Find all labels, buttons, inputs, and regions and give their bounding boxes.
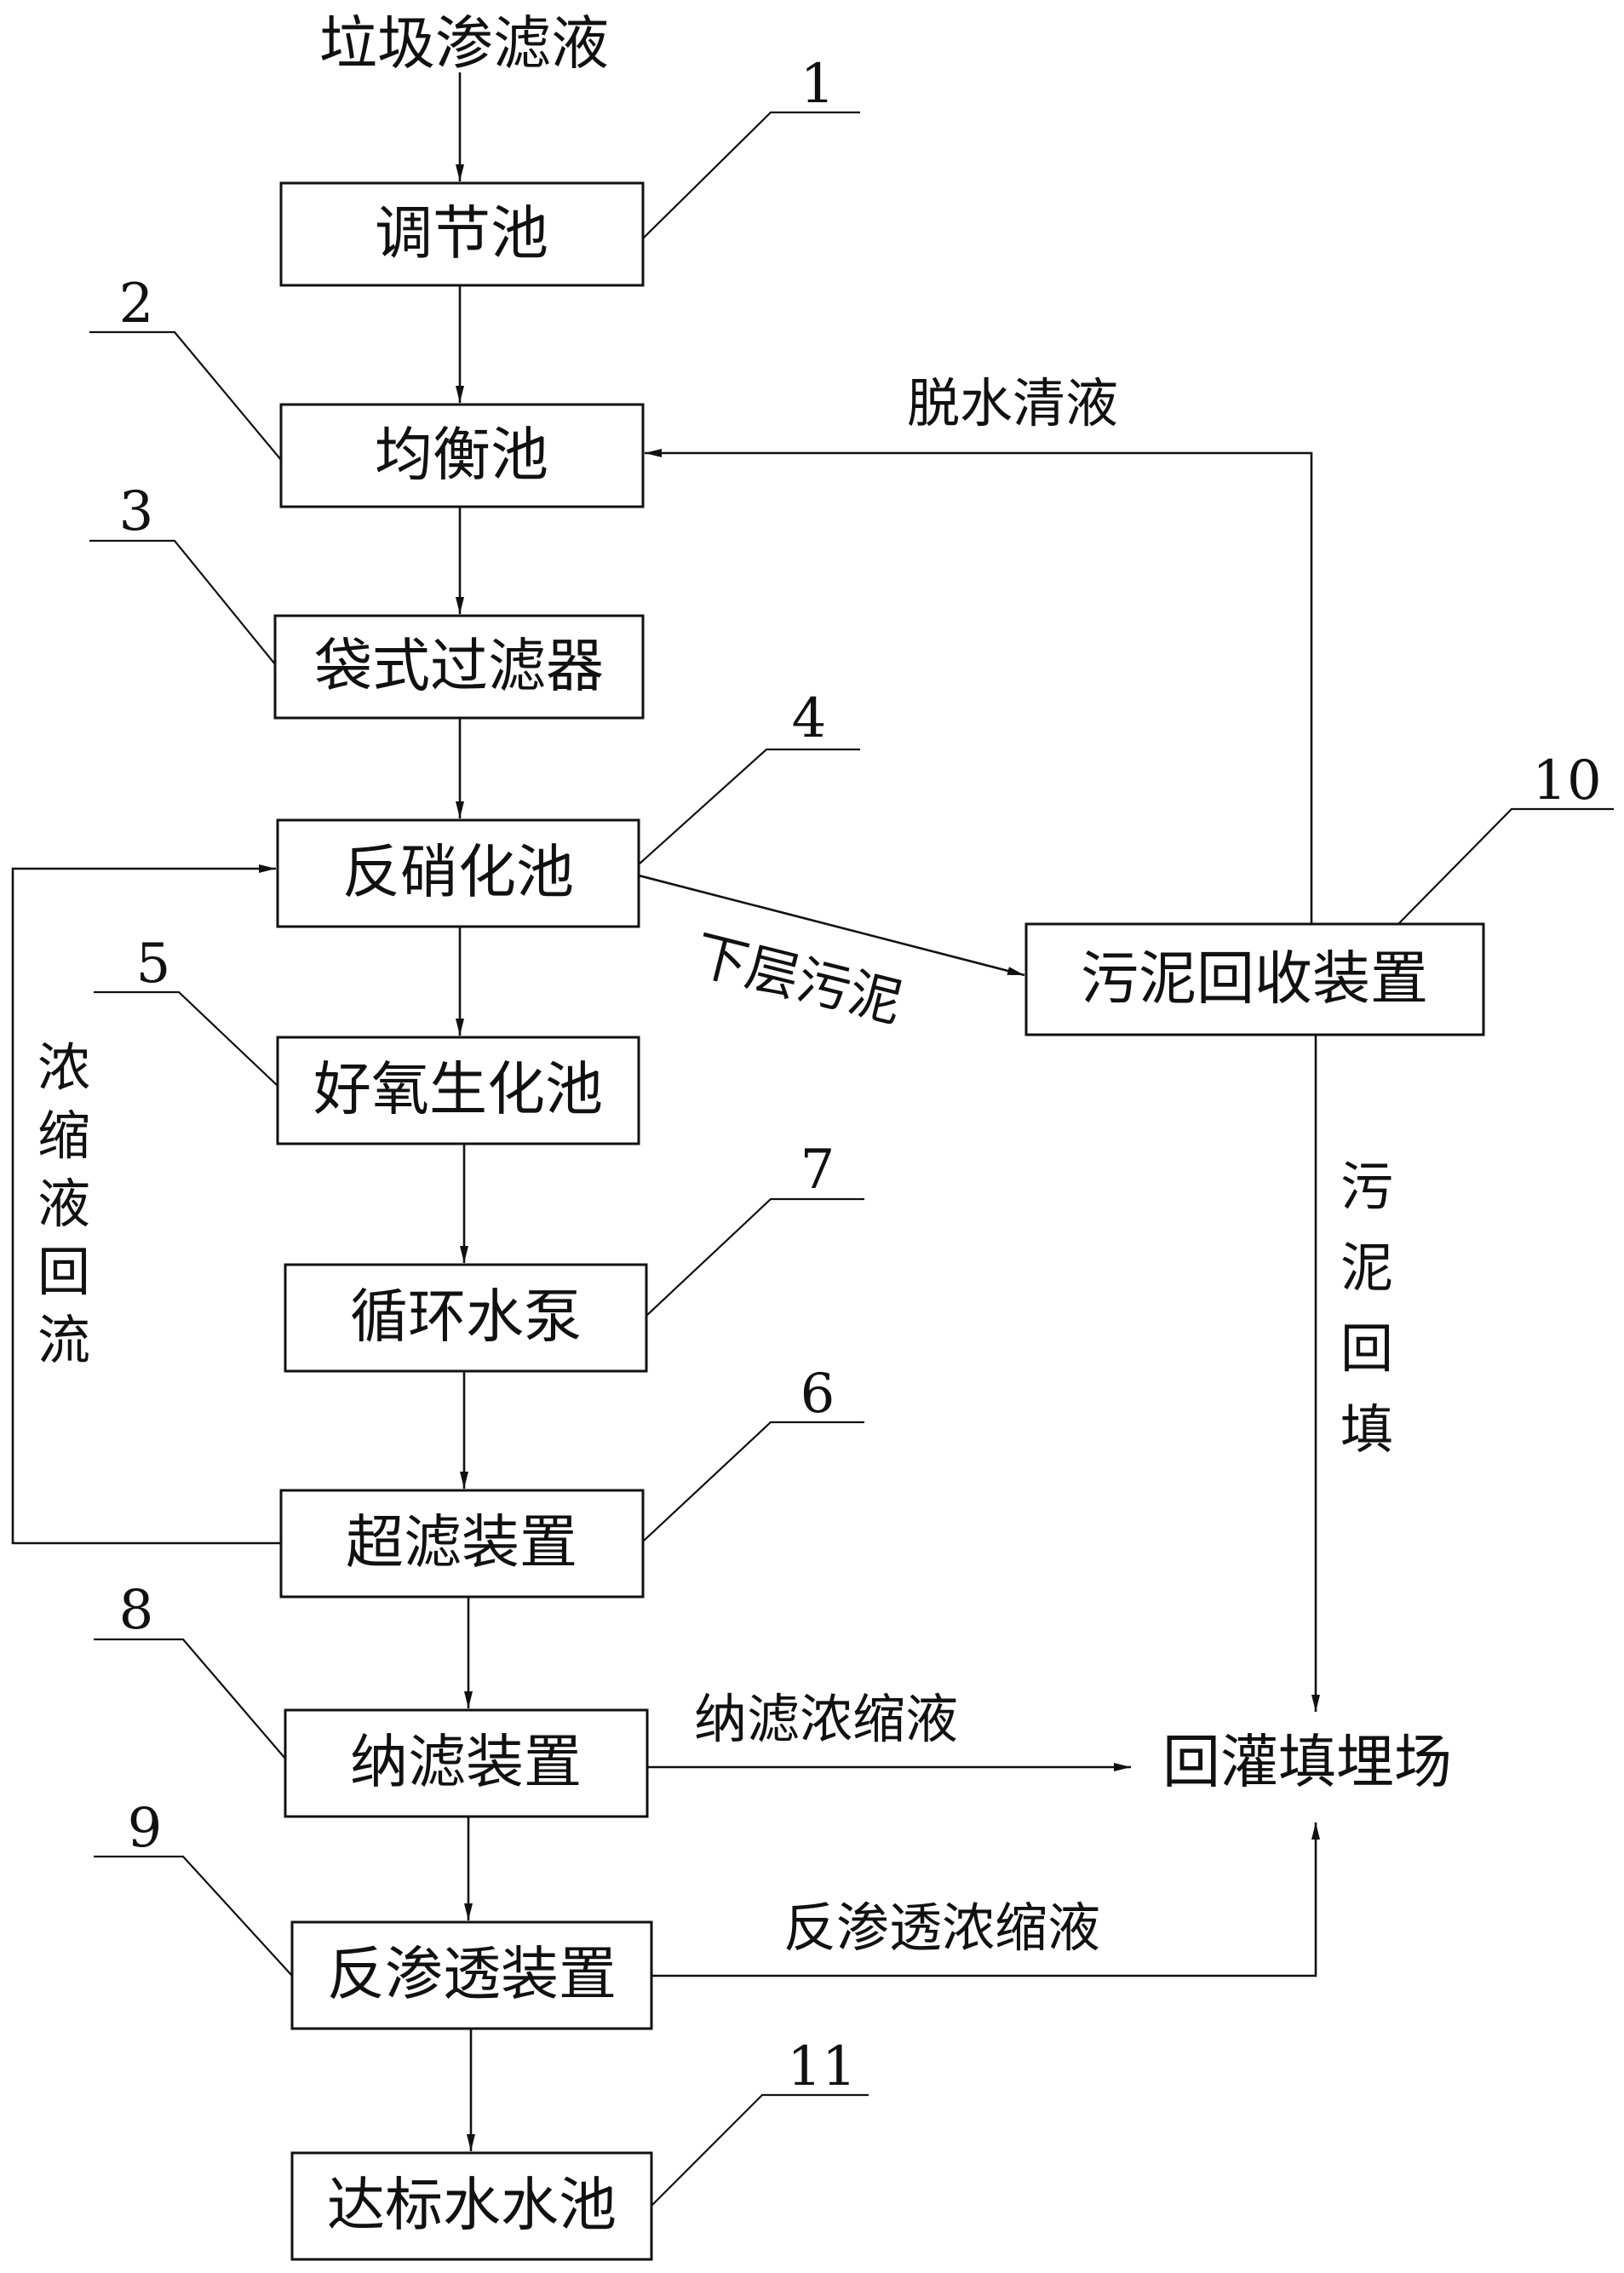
ref-number-6: 6 (801, 1363, 835, 1426)
sludge-backfill-char: 回 (1340, 1317, 1393, 1380)
box-compliant-water-tank: 达标水水池 (290, 2151, 653, 2261)
box-sludge-recovery-label: 污泥回收装置 (1081, 946, 1428, 1013)
box-regulating-tank: 调节池 (279, 181, 645, 287)
concentrate-return-char: 缩 (37, 1105, 90, 1167)
reference-leaders: 1 2 3 4 5 7 6 8 9 10 11 (89, 53, 1614, 2207)
input-label: 垃圾渗滤液 (319, 11, 609, 78)
ref-number-7: 7 (801, 1139, 835, 1202)
box-equalization-tank-label: 均衡池 (375, 422, 548, 490)
sludge-backfill-char: 污 (1340, 1156, 1393, 1218)
concentrate-return-char: 浓 (37, 1036, 90, 1099)
box-circulating-pump: 循环水泵 (284, 1263, 648, 1373)
box-bag-filter: 袋式过滤器 (273, 614, 645, 720)
box-aerobic-tank: 好氧生化池 (276, 1036, 640, 1145)
box-reverse-osmosis-label: 反渗透装置 (327, 1942, 617, 2009)
concentrate-return-char: 流 (37, 1309, 90, 1371)
sludge-backfill-char: 填 (1340, 1398, 1393, 1461)
ref-number-8: 8 (119, 1579, 154, 1642)
box-bag-filter-label: 袋式过滤器 (314, 634, 604, 701)
box-nanofiltration-label: 纳滤装置 (350, 1730, 582, 1797)
nf-concentrate-flow: 纳滤浓缩液 (647, 1688, 1131, 1771)
box-nanofiltration: 纳滤装置 (284, 1708, 649, 1818)
sludge-backfill-char: 泥 (1340, 1237, 1393, 1299)
ro-concentrate-label: 反渗透浓缩液 (783, 1897, 1100, 1959)
box-circulating-pump-label: 循环水泵 (350, 1284, 582, 1352)
concentrate-return-loop (11, 864, 281, 1545)
ref-number-11: 11 (787, 2035, 856, 2098)
concentrate-return-char: 液 (37, 1173, 90, 1235)
box-equalization-tank: 均衡池 (279, 403, 645, 508)
lower-sludge-flow: 下层污泥 (638, 874, 1025, 1035)
dewatering-return-flow: 脱水清液 (645, 372, 1313, 924)
lower-sludge-label: 下层污泥 (688, 923, 908, 1035)
box-denitrification-tank: 反硝化池 (276, 818, 640, 928)
ref-number-2: 2 (119, 273, 154, 336)
ref-number-3: 3 (119, 480, 154, 543)
concentrate-return-label: 浓 缩 液 回 流 (37, 1036, 90, 1371)
box-aerobic-tank-label: 好氧生化池 (313, 1057, 603, 1124)
ref-number-9: 9 (128, 1797, 163, 1860)
nf-concentrate-label: 纳滤浓缩液 (694, 1688, 958, 1750)
box-reverse-osmosis: 反渗透装置 (290, 1920, 653, 2030)
box-ultrafiltration-label: 超滤装置 (346, 1510, 577, 1577)
landfill-label: 回灌填埋场 (1162, 1730, 1452, 1797)
ro-concentrate-flow: 反渗透浓缩液 (651, 1822, 1320, 1977)
dewatering-liquid-label: 脱水清液 (907, 372, 1118, 434)
box-sludge-recovery: 污泥回收装置 (1024, 922, 1485, 1036)
box-ultrafiltration: 超滤装置 (279, 1489, 645, 1599)
ref-number-1: 1 (801, 53, 835, 116)
box-regulating-tank-label: 调节池 (375, 201, 548, 268)
ref-number-5: 5 (136, 933, 171, 996)
ref-number-10: 10 (1532, 749, 1601, 812)
concentrate-return-char: 回 (37, 1241, 90, 1303)
ref-number-4: 4 (792, 687, 827, 750)
box-denitrification-tank-label: 反硝化池 (342, 840, 574, 907)
box-compliant-water-tank-label: 达标水水池 (327, 2173, 617, 2240)
main-flow-arrows (456, 72, 475, 2151)
sludge-backfill-flow: 污 泥 回 填 (1311, 1035, 1393, 1712)
